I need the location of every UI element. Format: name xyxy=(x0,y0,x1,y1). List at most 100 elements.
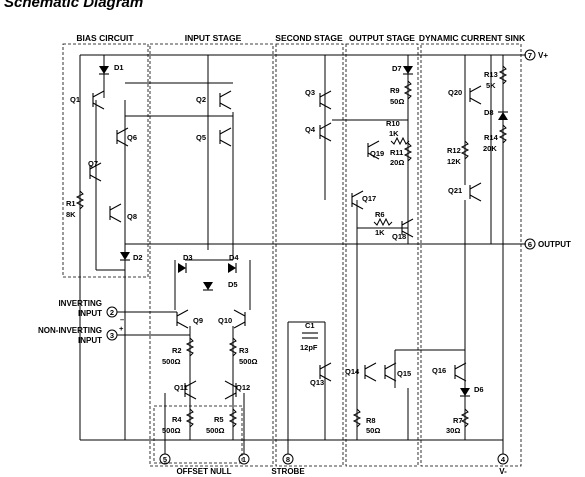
transistor-q2 xyxy=(219,90,232,110)
pin-label-vminus: V- xyxy=(499,467,507,476)
transistor-q10 xyxy=(233,309,246,329)
pin-number-4: 4 xyxy=(501,455,506,464)
label-r5: R5 xyxy=(214,415,224,424)
diode-d4 xyxy=(228,263,237,273)
diode-d3 xyxy=(178,263,187,273)
transistor-q13 xyxy=(319,362,332,382)
label-q12: Q12 xyxy=(236,383,250,392)
label-q2: Q2 xyxy=(196,95,206,104)
pin-inverting-input: 2 INVERTING INPUT – xyxy=(58,299,177,324)
transistor-q15 xyxy=(384,362,397,382)
transistor-q17 xyxy=(351,190,364,210)
transistor-q1 xyxy=(92,90,105,110)
offset-null-frame xyxy=(153,405,243,464)
resistor-r3 xyxy=(228,337,238,357)
label-r3: R3 xyxy=(239,346,249,355)
resistor-r13 xyxy=(498,65,508,85)
pin-vplus: 7 V+ xyxy=(524,49,548,61)
label-r1: R1 xyxy=(66,199,76,208)
label-d2: D2 xyxy=(133,253,143,262)
label-q14: Q14 xyxy=(345,367,360,376)
label-d6: D6 xyxy=(474,385,484,394)
label-d4: D4 xyxy=(229,253,239,262)
label-r11: R11 xyxy=(390,148,403,157)
pin-label-noninverting-input: INPUT xyxy=(78,336,102,345)
value-r1: 8K xyxy=(66,210,76,219)
value-r8: 50Ω xyxy=(366,426,380,435)
pin-number-3: 3 xyxy=(110,331,114,340)
resistor-r14 xyxy=(498,124,508,144)
transistor-q9 xyxy=(176,309,189,329)
wiring xyxy=(79,54,526,454)
resistor-r8 xyxy=(352,408,362,428)
resistor-r11 xyxy=(403,142,413,162)
label-q21: Q21 xyxy=(448,186,462,195)
resistor-r10 xyxy=(390,136,410,146)
pin-number-2: 2 xyxy=(110,308,114,317)
diode-d8 xyxy=(498,111,508,120)
pin-sign-inverting: – xyxy=(120,315,124,324)
pin-label-output: OUTPUT xyxy=(538,240,571,249)
transistor-q18 xyxy=(401,218,414,238)
capacitor-labels: C1 12pF xyxy=(300,321,318,352)
pin-offset-null-1: 1 xyxy=(238,453,250,465)
value-r3: 500Ω xyxy=(239,357,258,366)
label-q17: Q17 xyxy=(362,194,376,203)
section-label-bias: BIAS CIRCUIT xyxy=(76,33,134,43)
value-r2: 500Ω xyxy=(162,357,181,366)
output-stage-frame xyxy=(345,43,419,467)
section-labels: BIAS CIRCUIT INPUT STAGE SECOND STAGE OU… xyxy=(76,33,526,43)
current-sink-frame xyxy=(420,43,522,467)
transistor-q21 xyxy=(469,182,482,202)
label-r14: R14 xyxy=(484,133,499,142)
pin-label-inverting: INVERTING xyxy=(58,299,102,308)
input-stage-frame xyxy=(149,43,274,467)
value-r6: 1K xyxy=(375,228,385,237)
resistor-r5 xyxy=(228,408,238,428)
value-r7: 30Ω xyxy=(446,426,460,435)
capacitor-c1 xyxy=(302,332,318,339)
transistor-q12 xyxy=(224,380,237,400)
label-q18: Q18 xyxy=(392,232,406,241)
transistor-q8 xyxy=(109,203,122,223)
label-q1: Q1 xyxy=(70,95,80,104)
transistor-q7 xyxy=(89,162,102,182)
section-label-sink: DYNAMIC CURRENT SINK xyxy=(419,33,526,43)
label-q13: Q13 xyxy=(310,378,324,387)
label-q9: Q9 xyxy=(193,316,203,325)
diagram-title: Schematic Diagram xyxy=(4,0,144,11)
label-q5: Q5 xyxy=(196,133,206,142)
pin-noninverting-input: 3 NON-INVERTING INPUT + xyxy=(38,324,190,345)
section-frames xyxy=(62,43,522,467)
pin-number-5: 5 xyxy=(163,455,167,464)
transistor-q5 xyxy=(219,127,232,147)
label-q20: Q20 xyxy=(448,88,462,97)
pin-label-strobe: STROBE xyxy=(271,467,305,476)
diode-d1 xyxy=(99,66,109,75)
label-q6: Q6 xyxy=(127,133,137,142)
transistor-q19 xyxy=(367,140,380,160)
value-r5: 500Ω xyxy=(206,426,225,435)
resistor-r1 xyxy=(75,190,85,210)
value-r13: 5K xyxy=(486,81,496,90)
value-r10: 1K xyxy=(389,129,399,138)
pin-number-1: 1 xyxy=(242,455,246,464)
transistor-q6 xyxy=(116,127,129,147)
label-q3: Q3 xyxy=(305,88,315,97)
label-c1: C1 xyxy=(305,321,315,330)
second-stage-frame xyxy=(275,43,344,467)
diode-d2 xyxy=(120,252,130,261)
resistor-r9 xyxy=(403,80,413,100)
transistor-q16 xyxy=(454,362,467,382)
label-r8: R8 xyxy=(366,416,376,425)
label-q19: Q19 xyxy=(370,149,384,158)
transistors xyxy=(89,85,482,400)
value-r11: 20Ω xyxy=(390,158,404,167)
resistor-r2 xyxy=(185,337,195,357)
transistor-labels: Q1 Q2 Q3 Q4 Q5 Q6 Q7 Q8 Q9 Q10 Q11 Q12 Q… xyxy=(70,88,462,392)
pin-output: 6 OUTPUT xyxy=(524,238,571,250)
label-r10: R10 xyxy=(386,119,400,128)
offset-null-label: OFFSET NULL xyxy=(176,467,231,476)
label-q8: Q8 xyxy=(127,212,137,221)
